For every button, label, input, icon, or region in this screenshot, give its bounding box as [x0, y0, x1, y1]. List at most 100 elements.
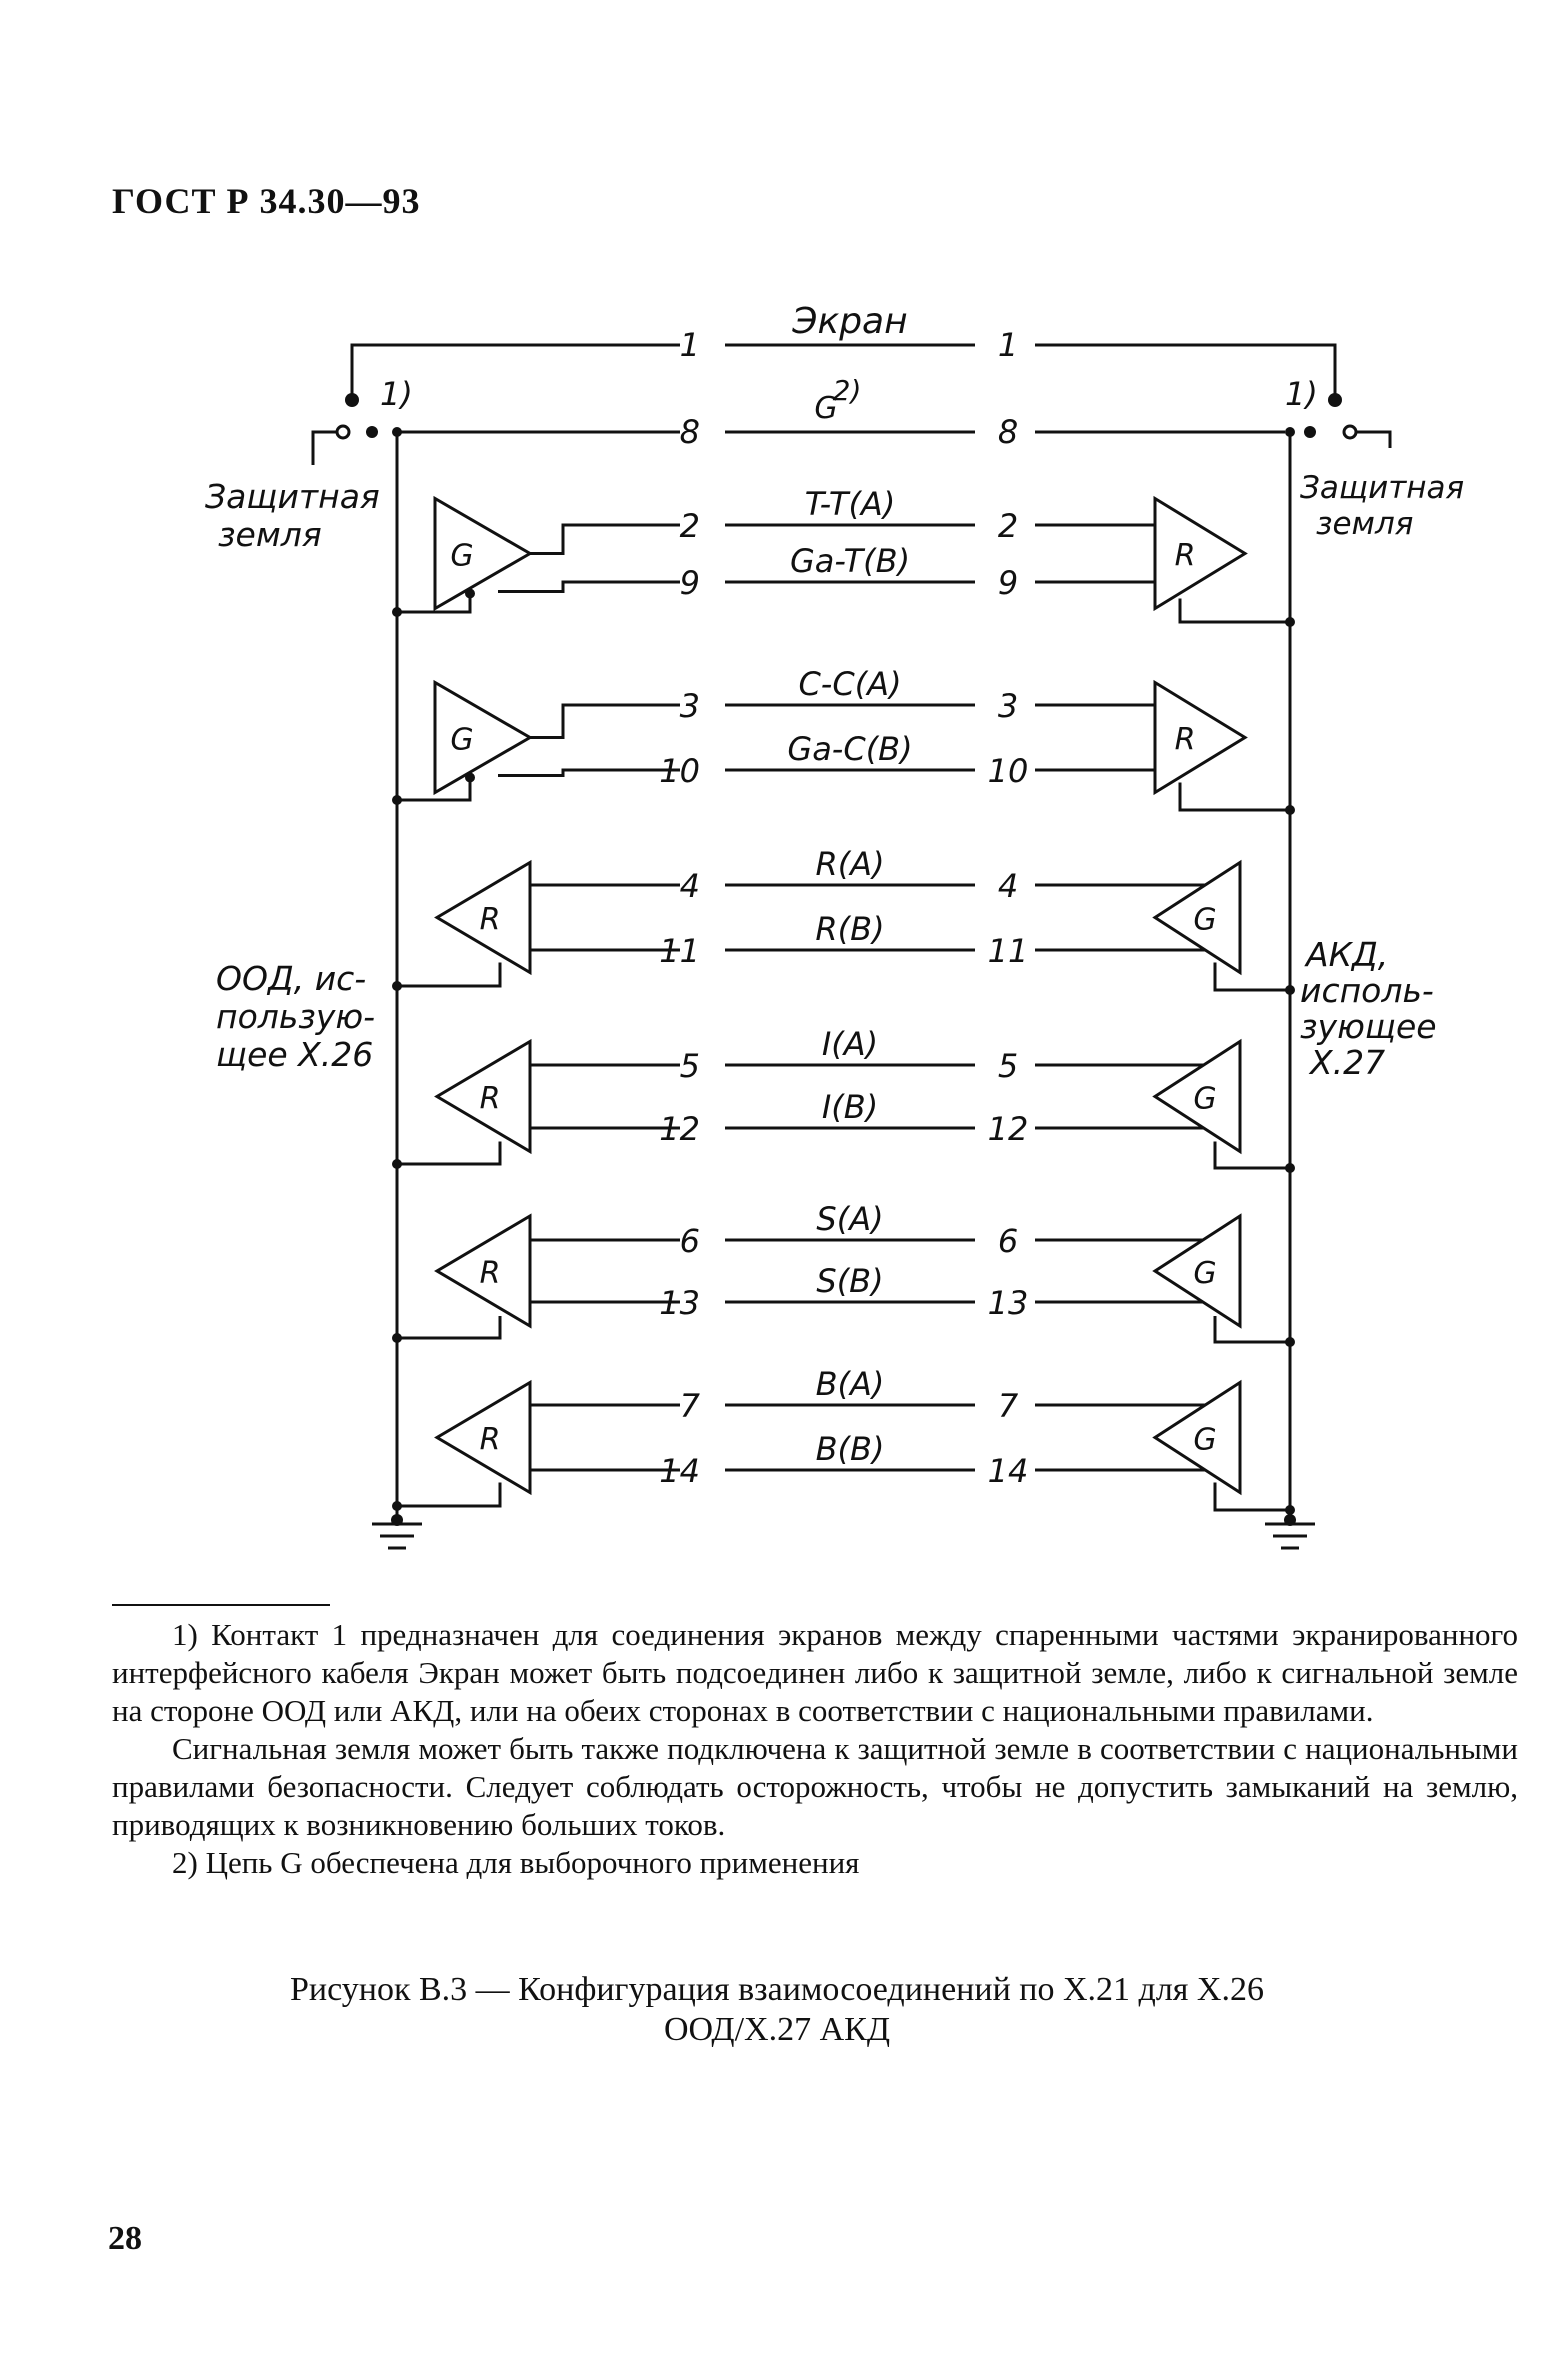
pin-number: 2	[680, 507, 700, 545]
driver-g: G	[1193, 1082, 1216, 1117]
right-screen-contact	[1328, 393, 1342, 407]
svg-text:АКД,: АКД,	[1304, 935, 1388, 974]
signal-label: I(A)	[822, 1025, 878, 1063]
left-pe-label: Защитная земля	[205, 477, 380, 554]
pin-number: 12	[988, 1110, 1029, 1148]
screen-wire-right	[1035, 343, 1337, 395]
driver-g: G	[450, 539, 473, 574]
signal-label: R(B)	[815, 910, 884, 948]
caption-line-2: ООД/X.27 АКД	[663, 2011, 891, 2048]
svg-text:исполь-: исполь-	[1300, 971, 1434, 1010]
right-note-mark: 1)	[1285, 375, 1318, 413]
pin-number: 14	[988, 1452, 1029, 1490]
svg-text:щее X.26: щее X.26	[216, 1035, 373, 1074]
signal-label: C-C(A)	[798, 665, 901, 703]
svg-text:Защитная: Защитная	[205, 477, 380, 516]
signal-label: T-T(A)	[805, 485, 896, 523]
pin-number: 11	[988, 932, 1029, 970]
amplifier-triangle	[434, 1213, 532, 1329]
pin-number: 9	[680, 564, 700, 602]
pin-number: 2	[998, 507, 1018, 545]
receiver-r: R	[480, 903, 501, 938]
left-pe-stub	[311, 430, 340, 465]
svg-text:земля: земля	[1316, 506, 1413, 542]
left-note-mark: 1)	[380, 375, 413, 413]
right-pe-contact	[1342, 424, 1358, 440]
receiver-r: R	[1175, 539, 1196, 574]
signal-label: B(A)	[816, 1365, 885, 1403]
right-pe-label: Защитная земля	[1300, 470, 1464, 542]
signal-label: I(B)	[822, 1088, 878, 1126]
pin-number: 13	[988, 1284, 1029, 1322]
signal-label: S(B)	[816, 1262, 883, 1300]
pin-1-left: 1	[680, 326, 700, 364]
amplifier-triangle	[1152, 1213, 1242, 1329]
amplifier-triangle	[1153, 679, 1248, 796]
footnote-2: 2) Цепь G обеспечена для выборочного при…	[172, 1845, 860, 1880]
pin-number: 10	[988, 752, 1029, 790]
amplifier-triangle	[1152, 859, 1242, 976]
left-screen-contact	[345, 393, 359, 407]
interconnection-diagram: Экран G 2) 1) 1) 1 1 8 8 Защитная земля …	[205, 301, 1464, 1550]
receiver-r: R	[1175, 723, 1196, 758]
left-g-contact	[366, 426, 378, 438]
footnote-1-continued: Сигнальная земля может быть также подклю…	[112, 1731, 1518, 1842]
amplifier-triangle	[434, 859, 532, 976]
pin-number: 3	[680, 687, 700, 725]
g-superscript: 2)	[833, 374, 862, 407]
figure-caption: Рисунок В.3 — Конфигурация взаимосоедине…	[112, 1970, 1442, 2050]
svg-text:земля: земля	[218, 515, 322, 554]
driver-g: G	[450, 723, 473, 758]
receiver-r: R	[480, 1256, 501, 1291]
amplifier-triangle	[434, 1038, 532, 1155]
amplifier-triangle	[1152, 1038, 1242, 1155]
pin-number: 3	[998, 687, 1018, 725]
g-label: G	[814, 391, 837, 426]
amplifier-triangle	[1152, 1379, 1242, 1496]
right-side-label: АКД, исполь- зующее X.27	[1300, 935, 1437, 1082]
screen-wire-left	[350, 343, 680, 395]
signal-label: S(A)	[816, 1200, 883, 1238]
pin-number: 9	[998, 564, 1018, 602]
pin-number: 5	[998, 1047, 1018, 1085]
receiver-r: R	[480, 1082, 501, 1117]
driver-g: G	[1193, 903, 1216, 938]
pin-number: 4	[680, 867, 700, 905]
footnote-separator	[112, 1604, 330, 1606]
receiver-r: R	[480, 1423, 501, 1458]
footnote-1: 1) Контакт 1 предназначен для соединения…	[112, 1617, 1518, 1728]
signal-label: Ga-T(B)	[790, 542, 910, 580]
pin-8-right: 8	[998, 413, 1018, 451]
driver-g: G	[1193, 1423, 1216, 1458]
document-header: ГОСТ Р 34.30—93	[112, 181, 421, 221]
screen-label: Экран	[791, 301, 907, 342]
pin-number: 6	[998, 1222, 1018, 1260]
amplifier-triangle	[433, 495, 533, 612]
signal-label: B(B)	[816, 1430, 885, 1468]
amplifier-triangle	[1153, 495, 1248, 612]
svg-text:ООД, ис-: ООД, ис-	[216, 959, 366, 998]
svg-text:Защитная: Защитная	[1300, 470, 1464, 506]
caption-line-1: Рисунок В.3 — Конфигурация взаимосоедине…	[290, 1971, 1264, 2008]
signal-label: R(A)	[815, 845, 884, 883]
pin-1-right: 1	[998, 326, 1018, 364]
right-pe-stub	[1350, 430, 1392, 448]
svg-text:зующее: зующее	[1300, 1007, 1437, 1046]
circuit-row: 2 9 2 9 T-T(A) Ga-T(B) G R	[392, 485, 1295, 627]
svg-text:X.27: X.27	[1308, 1043, 1385, 1082]
pin-number: 7	[680, 1387, 701, 1425]
footnotes: 1) Контакт 1 предназначен для соединения…	[112, 1616, 1518, 1882]
left-pe-contact	[335, 424, 351, 440]
driver-g: G	[1193, 1256, 1216, 1291]
right-ground-symbol	[1265, 1522, 1315, 1550]
right-g-contact	[1304, 426, 1316, 438]
pin-number: 6	[680, 1222, 700, 1260]
amplifier-triangle	[433, 679, 533, 796]
amplifier-triangle	[434, 1379, 532, 1496]
left-ground-symbol	[372, 1522, 422, 1550]
pin-number: 4	[998, 867, 1018, 905]
